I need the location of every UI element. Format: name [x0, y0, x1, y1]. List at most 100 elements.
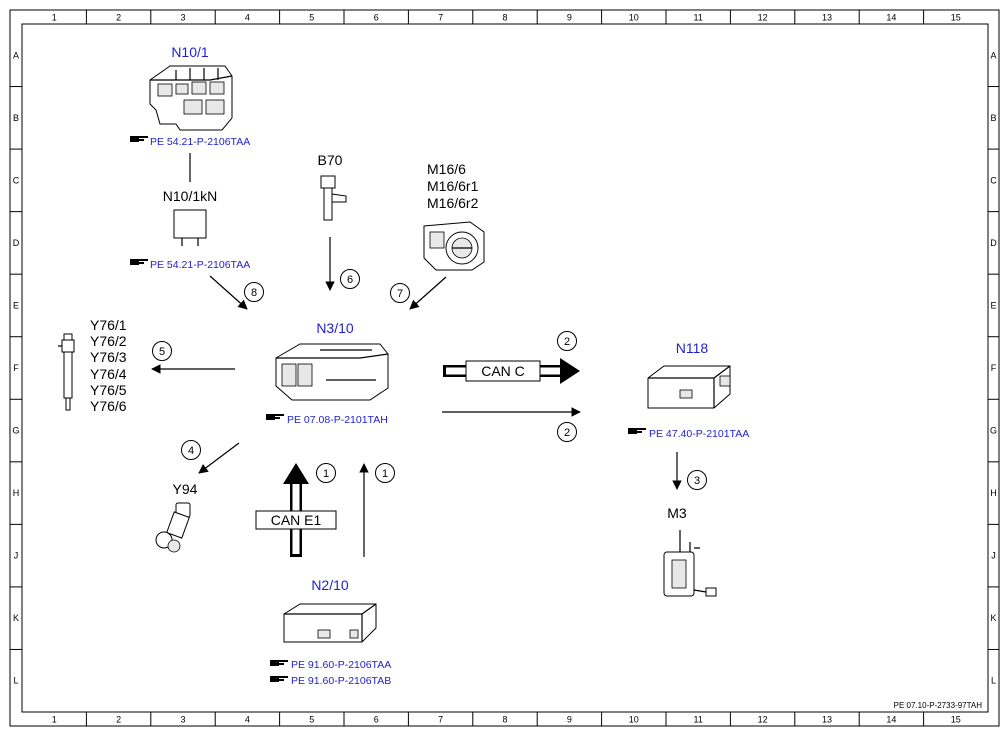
signal-number-1-right: 1: [375, 463, 395, 483]
svg-text:6: 6: [347, 274, 353, 286]
fuse-relay-module-icon: [149, 65, 233, 131]
grid-column-label-bottom: 9: [567, 715, 572, 725]
m16-6r1-label: M16/6r1: [427, 178, 479, 194]
grid-column-label-bottom: 6: [374, 715, 379, 725]
control-unit-box-icon: [283, 603, 377, 643]
y76-injectors[interactable]: Y76/1 Y76/2 Y76/3 Y76/4 Y76/5 Y76/6: [58, 317, 127, 414]
grid-row-label-right: F: [991, 363, 997, 373]
y76-2-label: Y76/2: [90, 333, 127, 349]
m16-6r2-label: M16/6r2: [427, 195, 479, 211]
y76-4-label: Y76/4: [90, 366, 127, 382]
y76-3-label: Y76/3: [90, 349, 127, 365]
grid-column-label-top: 7: [438, 13, 443, 23]
can-c-label: CAN C: [481, 363, 525, 379]
grid-row-label-left: E: [13, 300, 19, 310]
signal-4-arrow: [198, 442, 240, 474]
n3-10-engine-control-unit[interactable]: N3/10 PE 07.08-P-2101TAH: [266, 320, 389, 426]
n2-10-reference-link-2[interactable]: PE 91.60-P-2106TAB: [291, 675, 391, 687]
signal-8-arrow: [209, 275, 248, 310]
grid-column-label-bottom: 15: [951, 715, 961, 725]
grid-row-label-right: E: [990, 300, 996, 310]
svg-text:8: 8: [251, 287, 257, 299]
svg-text:2: 2: [564, 427, 570, 439]
y94-label: Y94: [173, 481, 198, 497]
svg-text:4: 4: [188, 445, 194, 457]
signal-number-5: 5: [152, 341, 172, 361]
control-unit-box-icon: [647, 365, 731, 409]
signal-arrows: [151, 237, 682, 557]
b70-sensor[interactable]: B70: [318, 152, 347, 221]
signal-number-2-top: 2: [557, 331, 577, 351]
control-unit-icon: [275, 343, 389, 401]
n118-label: N118: [676, 340, 709, 356]
m16-6-throttle[interactable]: M16/6 M16/6r1 M16/6r2: [423, 161, 485, 271]
grid-column-label-bottom: 14: [886, 715, 896, 725]
grid-column-label-bottom: 2: [116, 715, 121, 725]
svg-text:2: 2: [564, 336, 570, 348]
grid-column-label-bottom: 12: [758, 715, 768, 725]
drawing-frame: [9, 9, 1000, 727]
grid-column-label-bottom: 13: [822, 715, 832, 725]
m3-label: M3: [667, 505, 687, 521]
grid-row-label-left: L: [13, 676, 18, 686]
fuel-pump-icon: [663, 530, 717, 597]
crankshaft-sensor-icon: [320, 175, 347, 221]
grid-column-label-bottom: 5: [309, 715, 314, 725]
grid-row-label-right: H: [990, 488, 997, 498]
signal-number-8: 8: [244, 282, 264, 302]
m3-fuel-pump[interactable]: M3: [663, 505, 717, 597]
svg-text:5: 5: [159, 346, 165, 358]
svg-text:1: 1: [323, 468, 329, 480]
signal-number-6: 6: [340, 269, 360, 289]
pointing-hand-icon: [628, 428, 646, 434]
n3-10-reference-link[interactable]: PE 07.08-P-2101TAH: [287, 414, 388, 426]
grid-column-label-top: 14: [886, 13, 896, 23]
grid-column-label-bottom: 8: [502, 715, 507, 725]
n10-1-label: N10/1: [171, 44, 209, 60]
grid-row-label-left: G: [12, 426, 19, 436]
fuel-injector-icon: [58, 333, 75, 411]
grid-row-label-right: K: [990, 613, 996, 623]
grid-row-label-left: B: [13, 113, 19, 123]
n2-10-label: N2/10: [311, 577, 349, 593]
svg-text:1: 1: [382, 468, 388, 480]
pointing-hand-icon: [270, 660, 288, 666]
grid-row-label-left: F: [13, 363, 19, 373]
can-e1-bus-arrow: CAN E1: [255, 463, 337, 557]
pressure-valve-icon: [155, 502, 191, 553]
n10-1-module[interactable]: N10/1 PE 54.21-P-2106TAA: [130, 44, 250, 148]
can-c-bus-arrow: CAN C: [443, 358, 580, 384]
svg-text:7: 7: [397, 288, 403, 300]
n118-fuel-pump-control-unit[interactable]: N118 PE 47.40-P-2101TAA: [628, 340, 749, 440]
y76-1-label: Y76/1: [90, 317, 127, 333]
grid-row-label-left: K: [13, 613, 19, 623]
signal-number-2-bottom: 2: [557, 422, 577, 442]
grid-column-label-top: 12: [758, 13, 768, 23]
n10-1-reference-link[interactable]: PE 54.21-P-2106TAA: [150, 136, 250, 148]
grid-row-label-right: J: [991, 551, 996, 561]
n10-1kn-reference-link[interactable]: PE 54.21-P-2106TAA: [150, 259, 250, 271]
grid-column-label-top: 6: [374, 13, 379, 23]
y94-valve[interactable]: Y94: [155, 481, 198, 553]
grid-row-label-left: C: [13, 175, 20, 185]
grid-row-label-left: H: [13, 488, 20, 498]
pointing-hand-icon: [130, 259, 148, 265]
n2-10-reference-link-1[interactable]: PE 91.60-P-2106TAA: [291, 659, 391, 671]
grid-column-label-bottom: 7: [438, 715, 443, 725]
grid-column-label-bottom: 4: [245, 715, 250, 725]
n10-1kn-relay[interactable]: N10/1kN PE 54.21-P-2106TAA: [130, 188, 250, 271]
n118-reference-link[interactable]: PE 47.40-P-2101TAA: [649, 428, 749, 440]
grid-row-label-left: D: [13, 238, 20, 248]
grid-column-label-top: 4: [245, 13, 250, 23]
grid-column-label-top: 15: [951, 13, 961, 23]
n3-10-label: N3/10: [316, 320, 354, 336]
grid-column-label-bottom: 10: [629, 715, 639, 725]
n2-10-restraint-system-unit[interactable]: N2/10 PE 91.60-P-2106TAA PE 91.60-P-2106…: [270, 577, 391, 687]
b70-label: B70: [318, 152, 343, 168]
grid-row-label-right: C: [990, 175, 997, 185]
relay-icon: [173, 209, 207, 246]
signal-number-3: 3: [687, 470, 707, 490]
signal-number-7: 7: [390, 283, 410, 303]
pointing-hand-icon: [130, 136, 148, 142]
signal-number-4: 4: [181, 440, 201, 460]
